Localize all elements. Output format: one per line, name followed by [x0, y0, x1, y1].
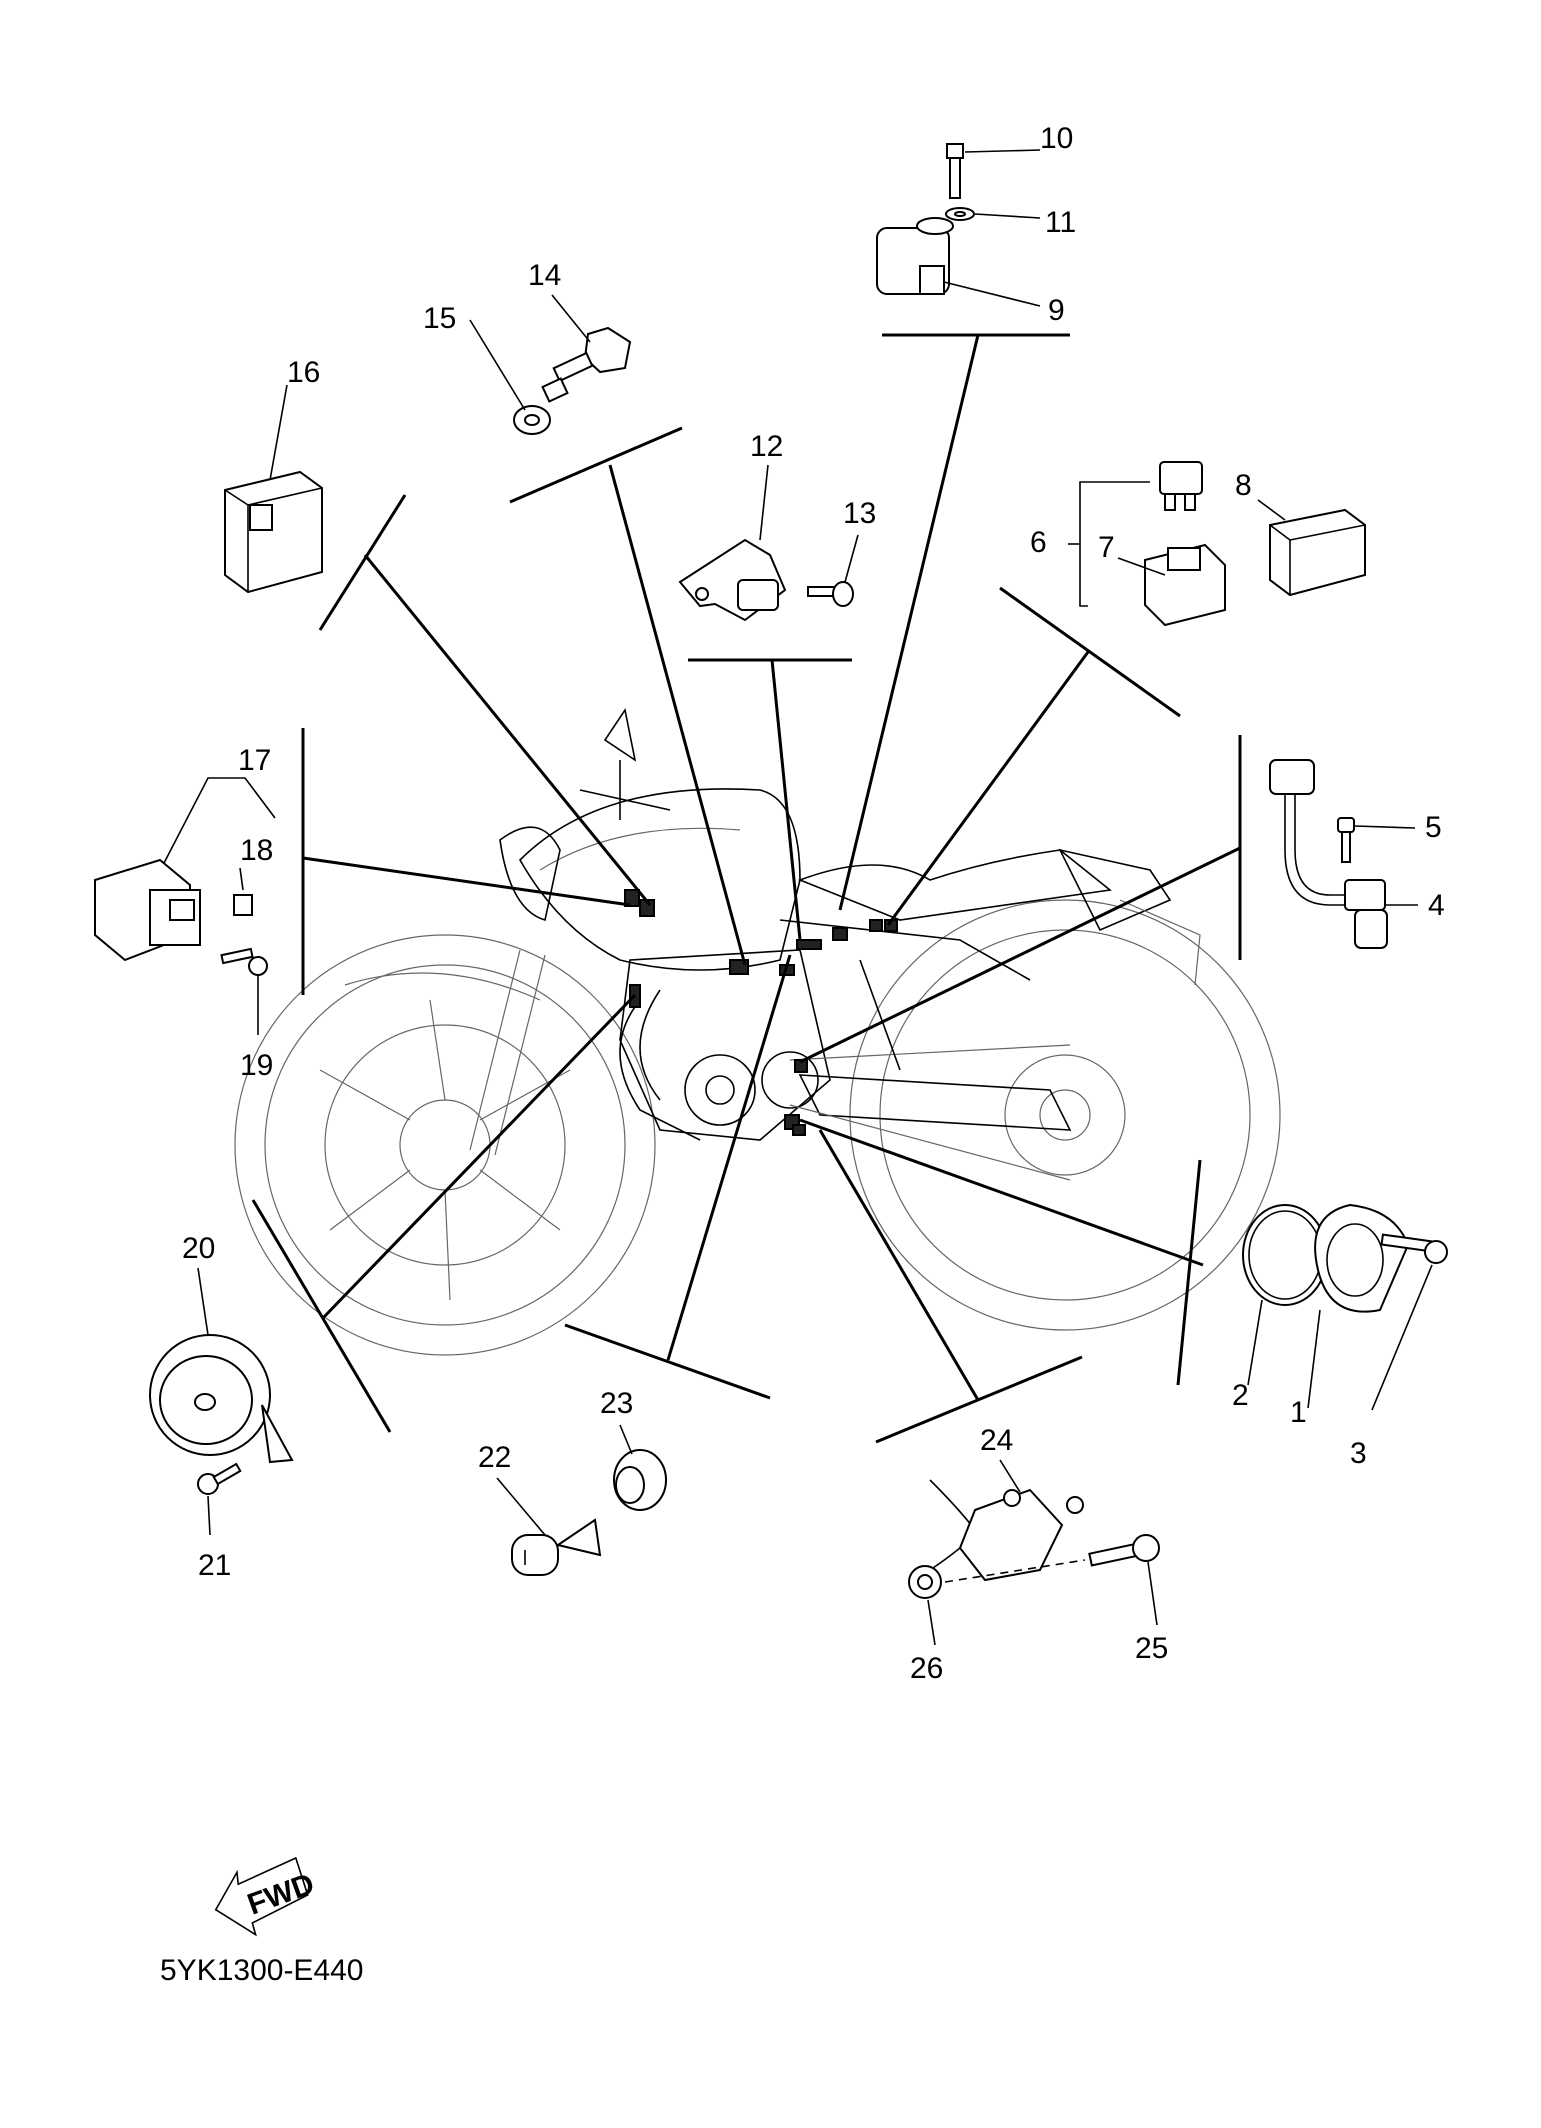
part-19-bolt: [220, 947, 268, 976]
part-22-socket: [511, 1518, 602, 1576]
callout-3: 3: [1350, 1437, 1367, 1470]
part-9-sensor: [876, 217, 954, 295]
part-17-unit: [94, 858, 201, 962]
part-15-gasket: [513, 405, 551, 435]
callout-6: 6: [1030, 526, 1047, 559]
callout-1: 1: [1290, 1396, 1307, 1429]
part-2-o-ring: [1242, 1204, 1328, 1306]
callout-22: 22: [478, 1441, 511, 1474]
part-14-sensor: [541, 326, 632, 403]
part-20-horn: [149, 1334, 294, 1464]
callout-pointers: [197, 149, 1433, 1646]
callout-23: 23: [600, 1387, 633, 1420]
callout-17: 17: [238, 744, 271, 777]
callout-26: 26: [910, 1652, 943, 1685]
part-6-group-bracket: [1068, 481, 1150, 607]
part-6-connector: [1159, 461, 1203, 511]
callout-12: 12: [750, 430, 783, 463]
callout-14: 14: [528, 259, 561, 292]
part-5-bolt: [1337, 817, 1355, 863]
callout-9: 9: [1048, 294, 1065, 327]
part-23-grommet: [613, 1449, 667, 1511]
part-26-nut: [908, 1559, 1086, 1599]
drawing-code: 5YK1300-E440: [160, 1954, 364, 1987]
callout-5: 5: [1425, 811, 1442, 844]
part-3-bolt: [1380, 1233, 1448, 1264]
callout-labels: 1 2 3 4 5 6 7 8 9 10 11 12 13 14 15 16 1…: [182, 122, 1445, 1685]
callout-8: 8: [1235, 469, 1252, 502]
callout-2: 2: [1232, 1379, 1249, 1412]
part-4-sensor: [1269, 759, 1388, 949]
part-21-bolt: [197, 1462, 242, 1495]
callout-10: 10: [1040, 122, 1073, 155]
forward-indicator-label: FWD: [243, 1867, 318, 1921]
callout-13: 13: [843, 497, 876, 530]
part-8-relay: [1269, 508, 1366, 597]
part-18-clip: [233, 894, 253, 916]
part-13-screw: [807, 581, 854, 607]
part-24-switch: [929, 1479, 1084, 1582]
callout-24: 24: [980, 1424, 1013, 1457]
callout-16: 16: [287, 356, 320, 389]
callout-25: 25: [1135, 1632, 1168, 1665]
callout-11: 11: [1045, 206, 1076, 239]
motorcycle-illustration: [234, 707, 1281, 1356]
part-25-bolt: [1088, 1534, 1160, 1567]
callout-4: 4: [1428, 889, 1445, 922]
callout-18: 18: [240, 834, 273, 867]
callout-20: 20: [182, 1232, 215, 1265]
part-7-fuse-box: [1144, 543, 1226, 627]
forward-arrow-icon: FWD: [214, 1856, 319, 1937]
part-10-bolt: [946, 143, 964, 199]
callout-15: 15: [423, 302, 456, 335]
part-17-bracket: [162, 777, 276, 866]
part-16-relay: [224, 470, 323, 594]
part-12-bracket: [678, 538, 787, 622]
part-11-washer: [945, 207, 975, 221]
callout-7: 7: [1098, 531, 1115, 564]
part-1-cover: [1314, 1203, 1410, 1313]
callout-21: 21: [198, 1549, 231, 1582]
leader-lines: [251, 333, 1242, 1444]
callout-19: 19: [240, 1049, 273, 1082]
